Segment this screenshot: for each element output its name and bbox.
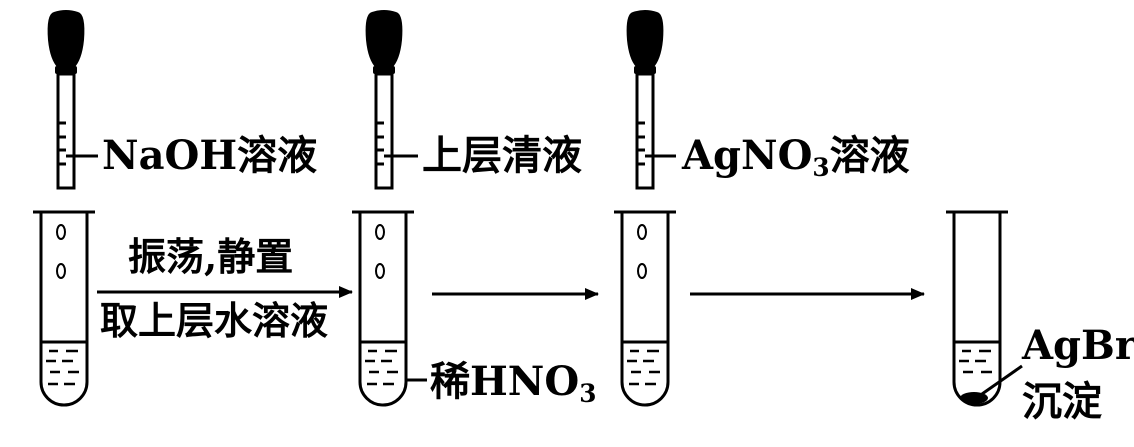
agbr-precipitate <box>960 392 988 404</box>
test-tube-2 <box>352 210 427 407</box>
dropper-1-bulb <box>47 10 85 68</box>
dropper-3-tube <box>635 72 655 190</box>
test-tube-1 <box>33 210 95 407</box>
naoh-solution-label: NaOH溶液 <box>102 132 318 179</box>
dropper-1-collar <box>55 66 77 74</box>
test-tube-4 <box>946 210 1023 407</box>
dropper-2 <box>365 10 418 190</box>
shake-and-settle-label: 振荡,静置 <box>128 234 294 279</box>
dilute-hno3-label: 稀HNO3 <box>430 358 597 408</box>
test-tube-3 <box>614 210 676 407</box>
dropper-2-tube <box>374 72 394 190</box>
dropper-1 <box>47 10 98 190</box>
agbr-label: AgBr <box>1022 322 1134 369</box>
dropper-1-tube <box>56 72 76 190</box>
agno3-solution-label: AgNO3溶液 <box>682 132 910 182</box>
precipitate-leader <box>981 364 1023 396</box>
dropper-3-bulb <box>626 10 664 68</box>
dropper-2-bulb <box>365 10 403 68</box>
upper-clear-liquid-label: 上层清液 <box>422 132 582 179</box>
precipitate-label: 沉淀 <box>1022 378 1102 425</box>
dropper-3 <box>626 10 676 190</box>
take-upper-aqueous-label: 取上层水溶液 <box>100 298 329 343</box>
